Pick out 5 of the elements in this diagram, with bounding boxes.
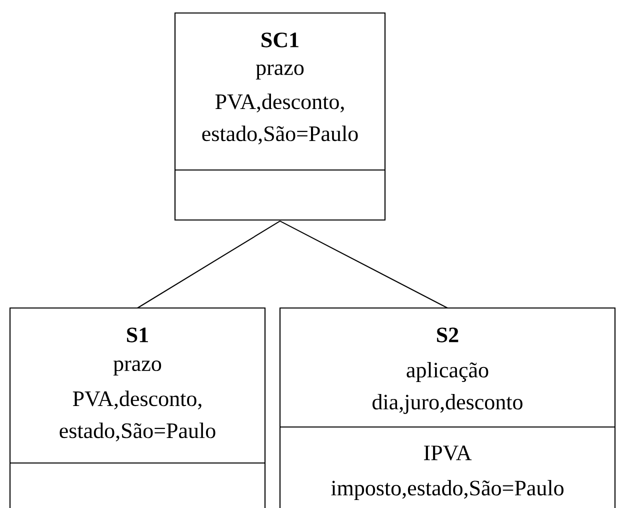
class-box: SC1 prazo PVA,desconto, estado,São=Paulo <box>174 12 386 221</box>
connector-line <box>280 220 448 308</box>
class-box: S2 aplicação dia,juro,desconto IPVA imposto,estado,São=Paulo <box>279 307 616 508</box>
connector-line <box>137 220 280 308</box>
class-box: S1 prazo PVA,desconto, estado,São=Paulo <box>9 307 266 508</box>
